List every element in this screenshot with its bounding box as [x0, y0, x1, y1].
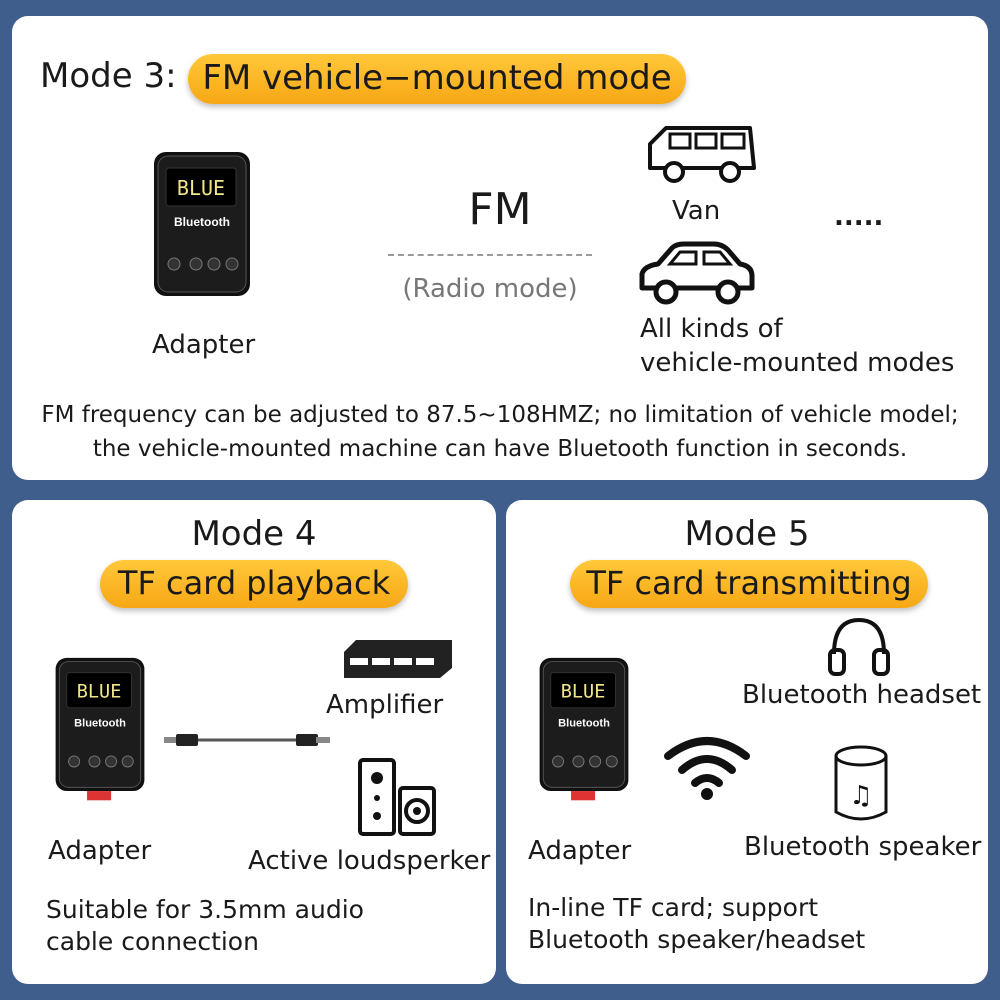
device-brand-text: Bluetooth: [174, 215, 230, 229]
mode3-panel: Mode 3: FM vehicle−mounted mode BLUE Blu…: [12, 16, 988, 480]
mode3-label: Mode 3:: [40, 56, 177, 96]
mode3-desc-line2: the vehicle-mounted machine can have Blu…: [92, 436, 908, 462]
headset-label: Bluetooth headset: [742, 680, 982, 710]
mode5-subtitle: TF card transmitting: [570, 560, 928, 608]
device-display-text: BLUE: [77, 682, 122, 703]
van-label: Van: [672, 196, 721, 226]
adapter-device: BLUE Bluetooth: [55, 657, 145, 801]
svg-text:♫: ♫: [849, 781, 872, 811]
mode3-title: FM vehicle−mounted mode: [188, 54, 686, 104]
mode5-title: Mode 5: [684, 514, 810, 554]
car-label: All kinds of vehicle-mounted modes: [640, 312, 954, 380]
mode4-title: Mode 4: [191, 514, 317, 554]
adapter-device: BLUE Bluetooth: [154, 152, 250, 296]
device-brand-text: Bluetooth: [558, 717, 610, 729]
device-brand-text: Bluetooth: [74, 717, 126, 729]
car-label-line1: All kinds of: [640, 314, 783, 344]
mode4-subtitle: TF card playback: [100, 560, 408, 608]
mode5-desc-line2: Bluetooth speaker/headset: [528, 925, 866, 954]
device-display-text: BLUE: [177, 176, 225, 200]
amplifier-icon: [344, 640, 452, 678]
speaker-label: Bluetooth speaker: [744, 832, 982, 862]
van-icon: [648, 126, 756, 183]
loudspeaker-icon: [358, 758, 436, 836]
mode4-desc-line1: Suitable for 3.5mm audio: [46, 895, 364, 924]
mode5-adapter-label: Adapter: [528, 836, 632, 866]
speaker-icon: ♫: [834, 745, 888, 821]
mode3-description: FM frequency can be adjusted to 87.5~108…: [12, 398, 988, 466]
wifi-icon: [664, 737, 750, 800]
mode4-description: Suitable for 3.5mm audio cable connectio…: [46, 894, 364, 958]
mode4-desc-line2: cable connection: [46, 927, 259, 956]
loudspeaker-label: Active loudsperker: [248, 846, 491, 876]
audio-cable-icon: [164, 734, 330, 746]
fm-divider: [388, 254, 592, 256]
headphones-icon: [828, 617, 890, 676]
mode3-desc-line1: FM frequency can be adjusted to 87.5~108…: [41, 402, 959, 428]
mode3-adapter-label: Adapter: [152, 330, 256, 360]
car-label-line2: vehicle-mounted modes: [640, 348, 955, 378]
fm-label: FM: [468, 184, 532, 235]
device-display-text: BLUE: [561, 682, 606, 703]
car-icon: [639, 241, 755, 305]
mode5-panel: Mode 5 TF card transmitting BLUE Bluetoo…: [506, 500, 988, 984]
mode4-panel: Mode 4 TF card playback BLUE Bluetooth A…: [12, 500, 496, 984]
mode4-adapter-label: Adapter: [48, 836, 152, 866]
adapter-device: BLUE Bluetooth: [539, 657, 629, 801]
mode5-desc-line1: In-line TF card; support: [528, 893, 819, 922]
fm-sub-label: (Radio mode): [402, 274, 578, 304]
amplifier-label: Amplifier: [326, 690, 444, 720]
more-ellipsis: .....: [834, 202, 884, 232]
mode5-description: In-line TF card; support Bluetooth speak…: [528, 892, 865, 956]
